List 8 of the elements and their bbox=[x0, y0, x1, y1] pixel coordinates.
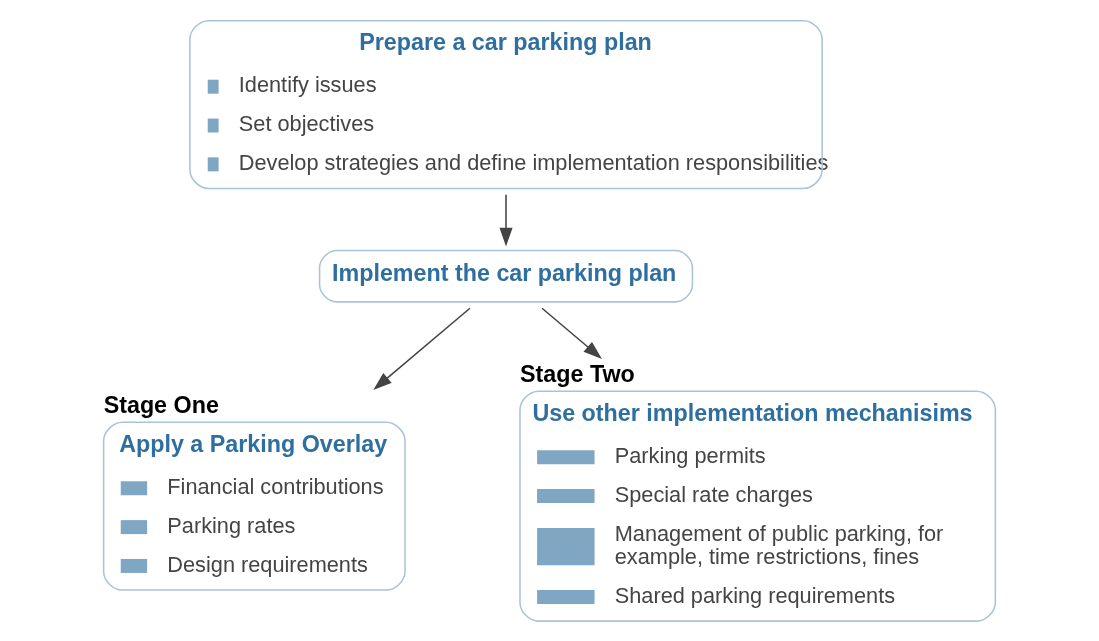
node-box: Implement the car parking plan bbox=[318, 249, 694, 303]
node-box: Use other implementation mechanisims Parking permits Special rate charges Management of public parking, for example, time restrictions, fines Shared parking requirements bbox=[519, 390, 997, 622]
node-box: Apply a Parking Overlay Financial contributions Parking rates Design requirements bbox=[102, 421, 406, 591]
node-label: Stage Two bbox=[519, 360, 635, 387]
arrow bbox=[541, 307, 602, 359]
arrow bbox=[499, 194, 513, 247]
arrow bbox=[373, 307, 471, 391]
node-label: Stage One bbox=[103, 391, 219, 418]
